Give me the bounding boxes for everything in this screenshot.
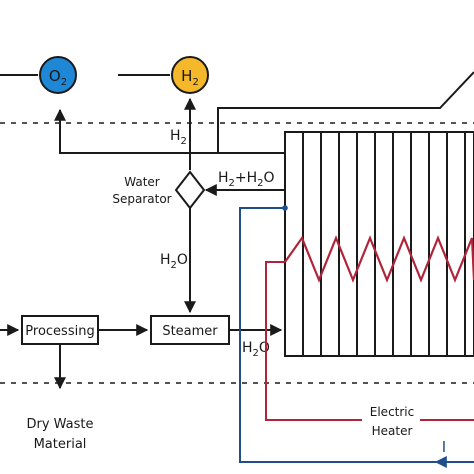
oxygen-flow-arrow [54,108,285,154]
heater-wire-left [265,261,362,421]
electrolysis-stack [284,131,474,357]
oxygen-node-circle [39,56,77,94]
hydrogen-node-label: H2 [181,67,199,88]
current-circuit-wire [239,207,474,463]
hydrogen-node-circle [171,56,209,94]
processing-label: Processing [25,324,94,339]
heater-coil [284,235,474,283]
current-symbol: I [442,438,446,456]
electrolysis-cells [302,132,466,356]
h2o-feed-label: H2O [242,340,270,359]
dry-waste-label-line2: Material [34,437,87,452]
electric-heater-label-line1: Electric [370,405,414,419]
h2-h2o-label: H2+H2O [218,170,275,189]
water-separator-label-line1: Water [124,175,160,189]
electric-heater-label-line2: Heater [372,424,413,438]
water-separator-label-line2: Separator [112,192,171,206]
h2o-return-label: H2O [160,252,188,271]
reactor-vent-line [217,71,474,153]
dry-waste-label-line1: Dry Waste [26,417,93,432]
steamer-label: Steamer [162,324,218,339]
h2-output-label: H2 [170,128,187,147]
water-separator-valve [174,170,206,210]
circuit-junction-dot [282,205,288,211]
oxygen-node-label: O2 [49,67,67,88]
